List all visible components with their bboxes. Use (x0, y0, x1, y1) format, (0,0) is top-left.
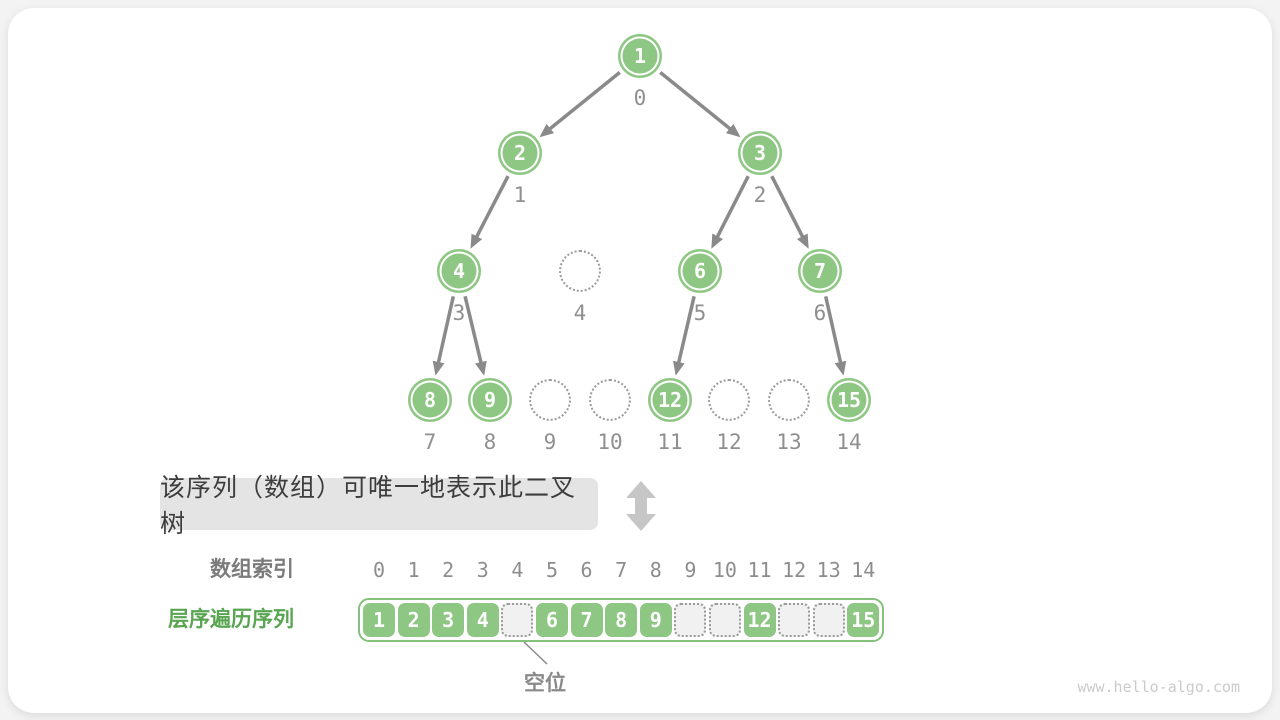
array-cell-6: 6 (535, 603, 568, 637)
array-index-value: 8 (649, 558, 662, 582)
array-index-value: 5 (545, 558, 558, 582)
array-index-value: 7 (615, 558, 628, 582)
tree-empty-node (589, 379, 631, 421)
array-index-label: 数组索引 (210, 558, 294, 581)
tree-empty-node (529, 379, 571, 421)
tree-node-7: 7 (798, 249, 842, 293)
array-index-value: 14 (851, 558, 876, 582)
up-down-arrow-icon (626, 481, 656, 531)
tree-node-index-label: 5 (693, 301, 707, 325)
tree-node-2: 2 (498, 131, 542, 175)
tree-empty-node (708, 379, 750, 421)
tree-node-8: 8 (408, 378, 452, 422)
tree-node-index-label: 3 (452, 301, 466, 325)
array-index-value: 4 (511, 558, 524, 582)
tree-node-9: 9 (468, 378, 512, 422)
array-index-value: 3 (476, 558, 489, 582)
array-cell-empty (501, 603, 534, 637)
array-cell-empty (812, 603, 845, 637)
empty-slot-label: 空位 (524, 672, 566, 695)
array-cell-3: 3 (432, 603, 465, 637)
level-order-sequence-label: 层序遍历序列 (168, 608, 294, 631)
array-cell-7: 7 (570, 603, 603, 637)
array-cell-empty (674, 603, 707, 637)
tree-node-index-label: 2 (753, 183, 767, 207)
tree-node-1: 1 (618, 34, 662, 78)
array-index-value: 9 (684, 558, 697, 582)
array-index-value: 6 (580, 558, 593, 582)
array-cell-empty (778, 603, 811, 637)
array-index-value: 10 (712, 558, 737, 582)
tree-node-15: 15 (827, 378, 871, 422)
array-index-value: 0 (372, 558, 386, 582)
array-cell-9: 9 (639, 603, 672, 637)
array-index-value: 1 (407, 558, 420, 582)
tree-node-3: 3 (738, 131, 782, 175)
array-cell-1: 1 (363, 603, 395, 637)
figure-card (8, 8, 1272, 713)
tree-node-index-label: 6 (813, 301, 827, 325)
tree-node-index-label: 11 (657, 430, 683, 454)
tree-node-6: 6 (678, 249, 722, 293)
array-cell-8: 8 (605, 603, 638, 637)
tree-node-index-label: 13 (776, 430, 802, 454)
tree-node-index-label: 12 (716, 430, 742, 454)
array-index-value: 12 (782, 558, 807, 582)
caption-box: 该序列（数组）可唯一地表示此二叉树 (160, 474, 598, 538)
tree-node-index-label: 14 (836, 430, 862, 454)
array-index-value: 2 (442, 558, 455, 582)
tree-empty-node (559, 250, 601, 292)
array-cell-15: 15 (847, 603, 880, 637)
array-index-value: 11 (747, 558, 772, 582)
tree-node-index-label: 0 (633, 86, 647, 110)
watermark-text: www.hello-algo.com (1077, 678, 1240, 696)
tree-node-index-label: 4 (573, 301, 587, 325)
array-index-value: 13 (816, 558, 841, 582)
tree-node-index-label: 10 (597, 430, 623, 454)
tree-node-12: 12 (648, 378, 692, 422)
array-cell-empty (708, 603, 741, 637)
array-cell-4: 4 (466, 603, 499, 637)
tree-node-4: 4 (437, 249, 481, 293)
tree-node-index-label: 8 (483, 430, 497, 454)
caption-text: 该序列（数组）可唯一地表示此二叉树 (160, 474, 577, 538)
tree-empty-node (768, 379, 810, 421)
tree-node-index-label: 1 (513, 183, 527, 207)
array-cell-2: 2 (397, 603, 430, 637)
tree-node-index-label: 7 (423, 430, 437, 454)
tree-node-index-label: 9 (543, 430, 557, 454)
array-cell-12: 12 (743, 603, 776, 637)
